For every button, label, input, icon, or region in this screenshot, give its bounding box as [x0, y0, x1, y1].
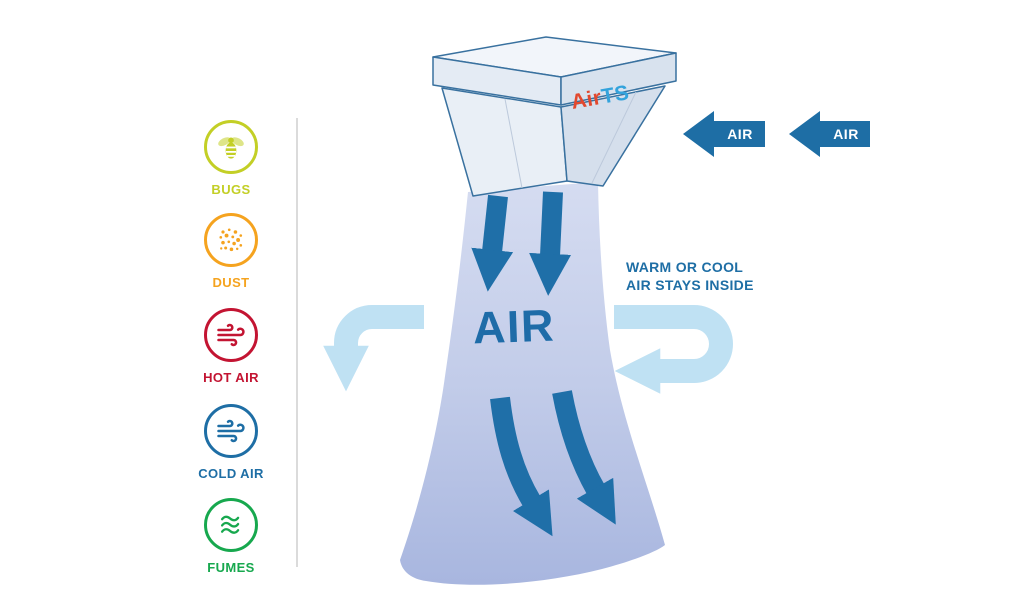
hood-funnel-right-face — [560, 85, 666, 187]
hazard-fumes: FUMES — [185, 498, 277, 575]
hazard-label-bugs: BUGS — [211, 182, 251, 197]
down-arrow-2 — [529, 191, 572, 296]
brand-part1: Air — [569, 85, 604, 114]
intake-arrow-2 — [789, 111, 870, 157]
hazard-hot-air: HOT AIR — [185, 308, 277, 385]
deflect-arrow-right — [614, 305, 733, 394]
bugs-circle — [204, 120, 258, 174]
fumes-icon — [220, 515, 240, 534]
hazard-label-cold-air: COLD AIR — [198, 466, 264, 481]
hood-crease-right — [591, 91, 637, 184]
hot-air-circle — [204, 308, 258, 362]
note-line-2: AIR STAYS INSIDE — [626, 277, 754, 293]
deflect-arrow-left — [323, 305, 424, 392]
down-arrow-3 — [490, 396, 553, 537]
downflow-arrows — [471, 191, 616, 537]
hazard-cold-air: COLD AIR — [185, 404, 277, 481]
hood-funnel-left-face — [441, 87, 568, 197]
unit-hood — [432, 36, 677, 197]
brand-part2: TS — [599, 81, 631, 109]
dust-circle — [204, 213, 258, 267]
intake-arrow-label-1: AIR — [727, 126, 753, 142]
fumes-circle — [204, 498, 258, 552]
hood-crease-left — [504, 98, 523, 189]
hazard-label-dust: DUST — [212, 275, 250, 290]
note-line-1: WARM OR COOL — [626, 259, 744, 275]
air-stays-inside-note: WARM OR COOL AIR STAYS INSIDE — [626, 258, 754, 294]
hazard-label-fumes: FUMES — [207, 560, 255, 575]
hazard-bugs: BUGS — [185, 120, 277, 197]
intake-arrows — [683, 111, 870, 157]
intake-arrow-1 — [683, 111, 765, 157]
cold-air-circle — [204, 404, 258, 458]
hazard-dust: DUST — [185, 213, 277, 290]
wind-icon — [217, 419, 245, 443]
wind-icon — [217, 323, 245, 347]
air-column-shape — [400, 182, 665, 585]
intake-arrow-label-2: AIR — [833, 126, 859, 142]
dust-icon — [219, 228, 243, 252]
down-arrow-1 — [471, 194, 514, 292]
hood-lid-right-face — [560, 52, 677, 106]
down-arrow-4 — [552, 390, 616, 525]
bee-icon — [218, 137, 244, 159]
air-column-label: AIR — [472, 299, 556, 354]
hazard-label-hot-air: HOT AIR — [203, 370, 259, 385]
deflect-arrows — [323, 305, 733, 394]
